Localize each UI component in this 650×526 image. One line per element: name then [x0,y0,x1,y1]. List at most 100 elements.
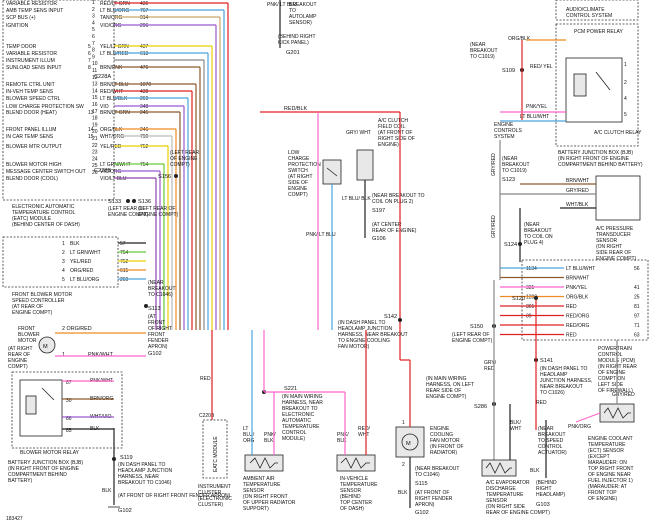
pcm-wire: BRN/WHT [566,276,589,282]
splice-s142: S142 [384,314,397,320]
pcm-connector-box [521,259,649,341]
eatc-signal-pin: 8 [88,65,91,71]
g102c-3: APRON) [415,502,435,508]
splice-s156: S156 [158,174,171,180]
s109-1: (NEAR [470,42,486,48]
eatc-pin-number: 13 [92,82,98,88]
blk-wht-evap-1: BLK/ [510,420,521,426]
evap-2: DISCHARGE [486,486,516,492]
s119-loc-4: BREAKOUT TO C1046) [118,480,172,486]
eatc-signal-wire: LT BLU/RED [100,51,129,57]
splice-s136-dot [132,199,136,203]
autolamp-breakout-3: AUTOLAMP [289,14,317,20]
s123-1: (NEAR [502,156,518,162]
eatc-signal-pin: 13 [88,110,94,116]
s221-6: TEMPERATURE [282,424,320,430]
eatc-signal-name: MESSAGE CENTER SWITCH OUT [6,169,86,175]
clutch-5: ENGINE) [378,142,399,148]
pcm-pin: 63 [634,333,640,339]
eatc-signal-circuit: 269 [140,96,149,102]
relay-pin: 86 [66,416,72,422]
s123-3: TO C1019) [502,168,527,174]
eatc-signal-circuit: 246 [140,127,149,133]
blower-circuit: 615 [120,268,129,274]
s133-loc-1: (LEFT REAR OF [108,206,145,212]
blower-wire: LT GRN/WHT [70,250,101,256]
s124-2: BREAKOUT [524,228,552,234]
eatc-pin-number: 4 [92,20,95,26]
eatc-signal-wire: VIO [100,104,109,110]
blower-wire: BLK [70,241,80,247]
pcm-wire: RED [566,304,577,310]
ground-g201: G201 [286,50,300,56]
bjb2-3: COMPARTMENT BEHIND BATTERY) [558,162,643,168]
inv-3: SENSOR [340,488,362,494]
wire-pnk-org-ect [575,412,601,423]
low-charge-6: SIDE OF [288,180,308,186]
fan-actuator-4: CONTROL [538,444,563,450]
eatc-signal-circuit: 1070 [140,82,151,88]
g102-loc-f: APRON) [148,344,168,350]
amb-pnk: PNK/ [264,432,276,438]
eatc-wires [114,2,229,330]
splice-s133: S133 [108,199,121,205]
s142-1: (IN DASH PANEL TO [338,320,385,326]
ect-resistor [603,407,631,419]
clutch-4: RIGHT SIDE OF [378,136,415,142]
blower-pin: 3 [62,259,65,265]
fan-1: ENGINE [430,426,450,432]
pcm-relay-label: PCM POWER RELAY [574,29,623,35]
g103-2: RIGHT [536,486,552,492]
inv-wht: WHT [358,432,369,438]
eatc-pin-column: 1234567891011121314151617181920212223242… [92,0,98,176]
pcm-circuit: 331 [526,285,535,291]
evap-1: A/C EVAPORATOR [486,480,530,486]
ecs-2: CONTROLS [494,128,522,134]
pcm-pin: 41 [634,285,640,291]
eatc-label-2: TEMPERATURE CONTROL [12,210,75,216]
eatc-signal-name: BLOWER MTR OUTPUT [6,144,62,150]
ground-g102: G102 [148,351,162,357]
ect-9: (MARAUDER: AT [588,484,627,490]
pcm-pin: 56 [634,266,640,272]
s221-4: ELECTRONIC [282,412,315,418]
clutch-1: A/C CLUTCH [378,118,408,124]
fan-2: COOLING [430,432,453,438]
ground-g102c: G102 [415,510,429,516]
ac-clutch-coil-icon [356,149,374,181]
g102-loc-b: FRONT [148,320,165,326]
eatc-label-4: (BEHIND CENTER OF DASH) [12,222,80,228]
blk-label-left: BLK [102,488,112,494]
eatc-pin-number: 12 [92,75,98,81]
splice-s156-dot [174,174,178,178]
eatc-signal-circuit: 476 [140,65,149,71]
s133-loc-2: ENGINE COMPT) [108,212,149,218]
splice-s136: S136 [138,199,151,205]
fan-actuator-5: ACTUATOR) [538,450,567,456]
ac-clutch-relay-box [565,57,623,123]
s109-3: TO C1019) [470,54,495,60]
s141-3: JUNCTION HARNESS, [540,378,592,384]
s156-loc-1: (LEFT REAR [170,150,199,156]
pcm-wire: LT BLU/WHT [566,266,595,272]
autolamp-breakout-1: BREAKOUT [289,2,317,8]
motor-m-label: M [43,344,48,350]
eatc-signal-name: INSTRUMENT ILLUM [6,58,55,64]
blower-pin: 2 [62,250,65,256]
eatc-signal-name: SUNLOAD SENS INPUT [6,65,62,71]
front-blower-label-6: ENGINE [8,358,28,364]
s123-2: BREAKOUT [502,162,530,168]
connector-c228b: C228B [94,168,111,174]
cluster-3: (ELECTRONIC [198,496,232,502]
s113-loc-3: TO C1046) [148,292,173,298]
eatc-signal-circuit: 752 [140,144,149,150]
pcm-7: LEFT SIDE [598,382,624,388]
pcm-wire: PNK/YEL [566,285,587,291]
fan-actuator-2: BREAKOUT [538,432,566,438]
amb-3: SENSOR [243,488,265,494]
splice-s286: S286 [474,404,487,410]
s141-1: (IN DASH PANEL TO [540,366,587,372]
s156-loc-3: COMPT) [170,162,190,168]
